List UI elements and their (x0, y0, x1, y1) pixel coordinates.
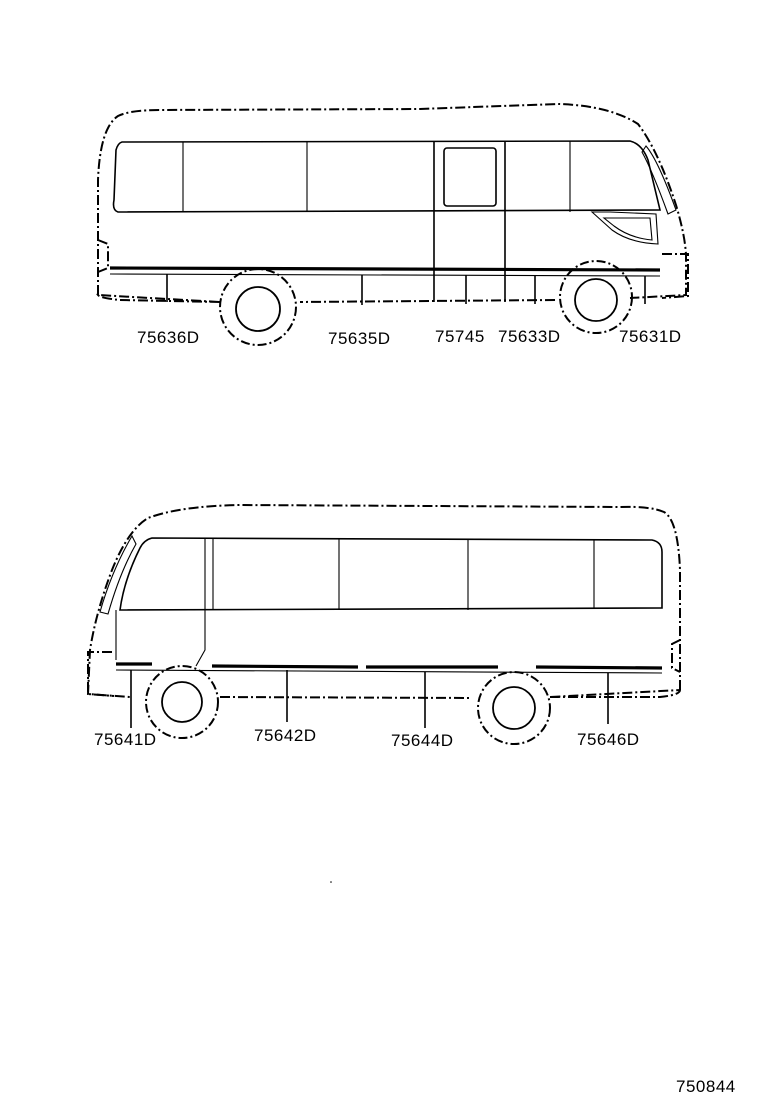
bus-bottom-window-band (119, 537, 663, 611)
callout-75631D: 75631D (619, 327, 682, 346)
bus-bottom-front-bumper (87, 651, 115, 697)
bus-right-side-view: 75636D 75635D 75745 75633D 75631D (96, 102, 689, 348)
bus-bottom-windshield (99, 534, 137, 615)
molding-lower-edge (115, 669, 663, 674)
stray-dot (330, 881, 332, 883)
bus-top-body-outline (96, 102, 687, 303)
driver-window-inner (602, 217, 653, 241)
bus-top-front-bumper (661, 253, 689, 299)
bus-top-window-band (112, 140, 662, 213)
callout-75641D: 75641D (94, 730, 157, 749)
callout-75745: 75745 (435, 327, 485, 346)
bus-bottom-rear-bumper (671, 639, 681, 673)
bus-bottom-front-door-edge (115, 610, 206, 667)
bus-left-side-view: 75641D 75642D 75644D 75646D (86, 503, 682, 750)
front-wheel-hub (161, 681, 203, 723)
molding-lower-edge (109, 273, 661, 277)
door-window (443, 147, 497, 207)
bus-bottom-molding-rear (535, 665, 663, 670)
rear-wheel (219, 268, 297, 346)
callout-75646D: 75646D (577, 730, 640, 749)
front-wheel (559, 260, 633, 334)
bus-top-windshield (641, 145, 677, 215)
bus-bottom-molding-mid (211, 664, 359, 669)
callout-75633D: 75633D (498, 327, 561, 346)
rear-wheel-hub (492, 686, 536, 730)
driver-window (590, 211, 659, 245)
callout-75642D: 75642D (254, 726, 317, 745)
figure-number: 750844 (676, 1077, 736, 1096)
rear-wheel-hub (235, 286, 281, 332)
bus-bottom-body-outline (86, 503, 682, 699)
callout-75636D: 75636D (137, 328, 200, 347)
front-wheel (145, 665, 219, 739)
callout-75644D: 75644D (391, 731, 454, 750)
rear-wheel (477, 671, 551, 745)
callout-75635D: 75635D (328, 329, 391, 348)
bus-top-side-molding (109, 266, 661, 272)
bus-top-rear-bumper (97, 239, 109, 273)
front-wheel-hub (574, 278, 618, 322)
